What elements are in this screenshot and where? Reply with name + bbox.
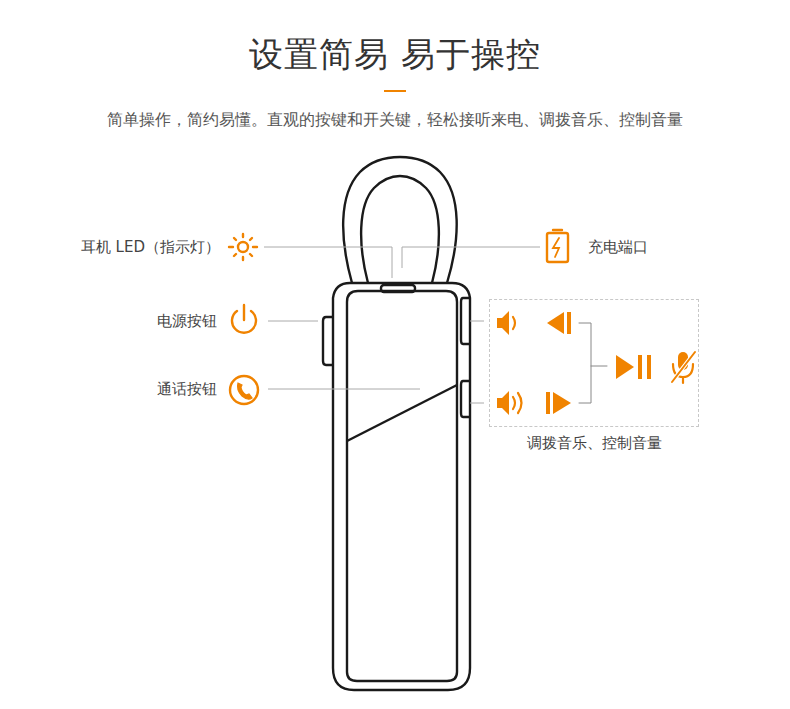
icon-stroke — [553, 229, 562, 231]
icon-stroke — [591, 366, 607, 367]
icon-stroke — [384, 90, 406, 92]
icon-stroke — [616, 355, 634, 379]
icon-stroke — [497, 391, 509, 415]
icon-stroke — [268, 389, 420, 390]
icon-stroke — [518, 393, 522, 413]
icon-stroke — [547, 233, 568, 262]
icon-stroke — [234, 254, 236, 256]
icon-stroke — [268, 321, 318, 322]
orange-icons — [229, 230, 695, 415]
part-label: 耳机 LED（指示灯） — [81, 238, 220, 257]
headset-outline — [323, 157, 470, 690]
icon-stroke — [242, 234, 244, 237]
icon-stroke — [243, 305, 245, 320]
led-icon — [229, 234, 257, 260]
bracket-lines — [579, 323, 607, 403]
part-label: 充电端口 — [588, 238, 648, 257]
part-label: 通话按钮 — [157, 380, 217, 399]
control-group-box: 调拨音乐、控制音量 — [489, 299, 699, 427]
icon-stroke — [361, 176, 439, 283]
icon-stroke — [264, 247, 392, 278]
icon-stroke — [546, 392, 550, 414]
icon-stroke — [333, 283, 470, 690]
icon-stroke — [343, 157, 457, 283]
icon-stroke — [567, 312, 571, 334]
phone-icon — [230, 376, 258, 404]
icon-stroke — [638, 355, 642, 379]
icon-stroke — [234, 238, 236, 240]
page-title: 设置简易 易于操控 — [0, 32, 790, 78]
control-icons — [497, 311, 695, 415]
icon-stroke — [402, 247, 540, 268]
leader-lines — [264, 247, 540, 403]
icon-stroke — [238, 242, 248, 252]
icon-stroke — [547, 312, 564, 334]
icon-stroke — [470, 403, 484, 404]
icon-stroke — [470, 321, 484, 322]
icon-stroke — [250, 238, 252, 240]
icon-stroke — [253, 246, 257, 248]
icon-stroke — [497, 311, 509, 335]
icon-stroke — [230, 376, 258, 404]
power-icon — [232, 305, 256, 333]
group-caption: 调拨音乐、控制音量 — [490, 434, 698, 453]
subtitle-text: 简单操作，简约易懂。直观的按键和开关键，轻松接听来电、调拨音乐、控制音量 — [0, 110, 790, 131]
icon-stroke — [238, 383, 253, 399]
icon-stroke — [323, 317, 333, 365]
icon-stroke — [682, 377, 684, 383]
icon-stroke — [381, 285, 415, 292]
icon-stroke — [461, 298, 470, 344]
icon-stroke — [250, 254, 252, 256]
icon-stroke — [513, 317, 515, 329]
icon-stroke — [672, 352, 695, 382]
icon-stroke — [647, 355, 651, 379]
icon-stroke — [347, 385, 457, 441]
icon-stroke — [461, 381, 470, 417]
icon-stroke — [579, 323, 591, 403]
icon-stroke — [242, 257, 244, 260]
icon-stroke — [229, 246, 233, 248]
icon-stroke — [553, 392, 571, 414]
battery-icon — [547, 230, 568, 262]
icon-stroke — [513, 397, 515, 409]
icon-stroke — [347, 291, 457, 681]
icon-stroke — [672, 352, 695, 382]
orange-rule — [384, 91, 406, 92]
icon-stroke — [553, 238, 559, 257]
part-label: 电源按钮 — [157, 312, 217, 331]
